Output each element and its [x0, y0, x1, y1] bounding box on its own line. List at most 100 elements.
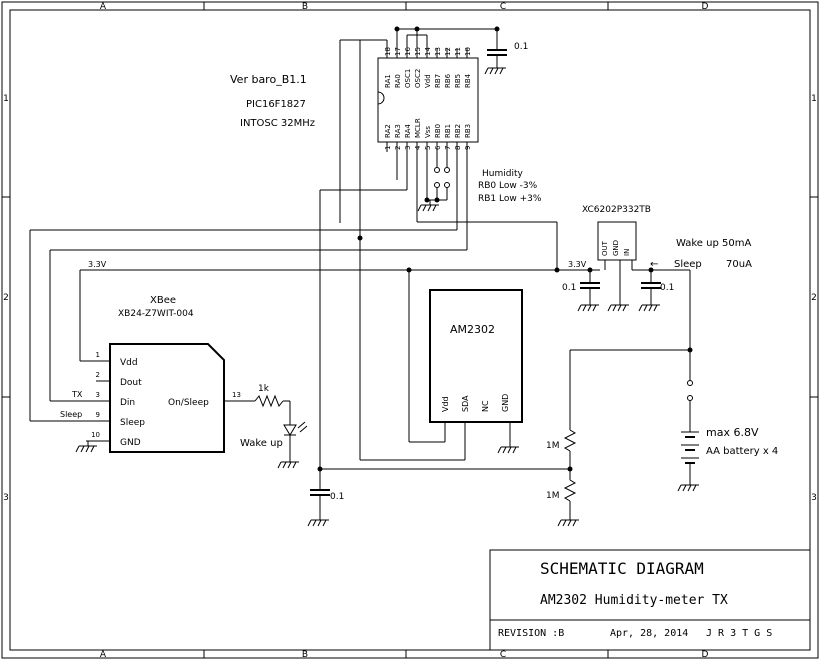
xbee-pin-vdd: Vdd — [120, 358, 138, 368]
xbee-pinnum-2: 2 — [96, 371, 100, 379]
row-label-3-left: 3 — [3, 493, 9, 503]
col-label-d-top: D — [702, 2, 709, 12]
resistor-1m-top — [563, 429, 577, 452]
sensor-pin-sda: SDA — [461, 395, 470, 412]
mcu-bottom-pin-name: RA3 — [394, 124, 402, 138]
regulator-pin-out: OUT — [601, 240, 609, 256]
col-label-d-bottom: D — [702, 650, 709, 660]
title-block-author: J R 3 T G S — [706, 628, 772, 639]
mcu-bottom-pin-name: RB2 — [454, 124, 462, 138]
mcu-top-pin-name: RB5 — [454, 74, 462, 88]
mcu-top-pin-number: 11 — [454, 47, 462, 56]
net-3v3-bus — [79, 142, 600, 361]
cap-reg-out-value: 0.1 — [562, 283, 576, 293]
sensor-am2302: AM2302 Vdd SDA NC GND — [360, 270, 523, 461]
note-arrow: ← — [650, 259, 658, 270]
mcu-bottom-pin-number: 5 — [424, 146, 432, 150]
mcu-bottom-pin-number: 3 — [404, 146, 412, 150]
mcu-top-pin-name: RA1 — [384, 74, 392, 88]
cap-bottom: 0.1 — [307, 489, 344, 527]
mcu-top-pin-name: RB7 — [434, 74, 442, 88]
resistor-1m-bottom — [563, 479, 577, 502]
voltage-divider: 1M 1M — [546, 429, 580, 527]
xbee-pinnum-13: 13 — [232, 391, 241, 399]
mcu-top-pin-number: 15 — [414, 47, 422, 56]
version-label: Ver baro_B1.1 — [230, 73, 307, 86]
humidity-note-rb0: RB0 Low -3% — [478, 181, 538, 191]
regulator-part: XC6202P332TB — [582, 205, 651, 215]
col-label-c-top: C — [500, 2, 506, 12]
resistor-1k — [254, 394, 284, 408]
xbee-part: XB24-Z7WIT-004 — [118, 309, 194, 319]
row-label-2-left: 2 — [3, 293, 9, 303]
xbee-body — [109, 343, 225, 453]
title-block-subtitle: AM2302 Humidity-meter TX — [540, 593, 728, 608]
xbee-pin-dout: Dout — [120, 378, 142, 388]
net-3v3-right: 3.3V — [568, 260, 587, 269]
mcu-top-pin-name: RB4 — [464, 73, 472, 88]
sensor-name: AM2302 — [450, 323, 495, 336]
mcu-bottom-pin-name: RA4 — [404, 124, 412, 138]
cap-reg-out: 0.1 — [562, 270, 600, 312]
mcu-xbee-wiring — [29, 40, 468, 490]
sensor-body — [429, 289, 523, 423]
regulator-pin-gnd: GND — [612, 240, 620, 256]
mcu-clock-label: INTOSC 32MHz — [240, 118, 315, 129]
cap-mcu-decoupling: 0.1 — [484, 42, 528, 75]
mcu-top-pin-number: 10 — [464, 47, 472, 56]
xbee-pin-gnd: GND — [120, 438, 141, 448]
title-block-date: Apr, 28, 2014 — [610, 628, 688, 639]
title-block-revision: REVISION :B — [498, 628, 564, 639]
mcu-top-pin-name: RA0 — [394, 74, 402, 88]
title-block-title: SCHEMATIC DIAGRAM — [540, 559, 704, 578]
xbee-pin-din: Din — [120, 398, 135, 408]
xbee-pinnum-9: 9 — [96, 411, 100, 419]
mcu-bottom-pin-name: RB1 — [444, 124, 452, 138]
sensor-pin-gnd: GND — [501, 394, 510, 412]
cap-bottom-value: 0.1 — [330, 492, 344, 502]
sensor-pin-nc: NC — [481, 400, 490, 412]
mcu-top-pin-name: OSC2 — [414, 69, 422, 88]
col-label-c-bottom: C — [500, 650, 506, 660]
row-label-2-right: 2 — [811, 293, 817, 303]
xbee-gnd — [75, 440, 98, 453]
regulator-body — [597, 221, 637, 261]
mcu-top-pin-number: 12 — [444, 47, 452, 56]
sensor-pin-vdd: Vdd — [441, 396, 450, 412]
resistor-1k-label: 1k — [258, 384, 270, 394]
humidity-note: Humidity RB0 Low -3% RB1 Low +3% — [478, 169, 542, 204]
mcu-top-pin-name: RB6 — [444, 73, 452, 88]
resistor-1m-top-label: 1M — [546, 441, 560, 451]
note-sleep-current: 70uA — [726, 259, 752, 270]
mcu-top-pin-number: 13 — [434, 47, 442, 56]
mcu-bottom-pin-name: RB3 — [464, 124, 472, 138]
mcu-top-wiring — [339, 28, 498, 223]
note-sleep: Sleep — [674, 259, 702, 270]
power-switch-battery: max 6.8V AA battery x 4 — [569, 347, 778, 492]
humidity-note-title: Humidity — [482, 169, 523, 179]
mcu-pic16f1827: 18RA117RA016OSC115OSC214Vdd13RB712RB611R… — [377, 47, 479, 152]
cap-mcu-value: 0.1 — [514, 42, 528, 52]
led-label: Wake up — [240, 438, 283, 449]
xbee-pinnum-1: 1 — [96, 351, 100, 359]
mcu-top-pin-name: Vdd — [424, 74, 432, 88]
note-wake-current: Wake up 50mA — [676, 238, 751, 249]
row-label-3-right: 3 — [811, 493, 817, 503]
led-indicator: 1k Wake up — [240, 384, 308, 469]
resistor-1m-bottom-label: 1M — [546, 491, 560, 501]
mcu-bottom-pin-name: Vss — [424, 126, 432, 138]
xbee-name: XBee — [150, 295, 176, 306]
col-label-a-top: A — [100, 2, 107, 12]
row-label-1-right: 1 — [811, 94, 817, 104]
battery-max-voltage: max 6.8V — [706, 426, 759, 439]
mcu-bottom-pin-name: RA2 — [384, 124, 392, 138]
regulator-xc6202: XC6202P332TB OUT GND IN — [582, 205, 691, 380]
net-3v3-left: 3.3V — [88, 260, 107, 269]
xbee-module: XBee XB24-Z7WIT-004 Vdd Dout Din Sleep G… — [30, 295, 255, 453]
battery-desc: AA battery x 4 — [706, 446, 778, 457]
col-label-a-bottom: A — [100, 650, 107, 660]
mcu-bottom-pin-number: 9 — [464, 146, 472, 150]
xbee-pin-sleep: Sleep — [120, 418, 145, 428]
mcu-top-pin-number: 18 — [384, 47, 392, 56]
